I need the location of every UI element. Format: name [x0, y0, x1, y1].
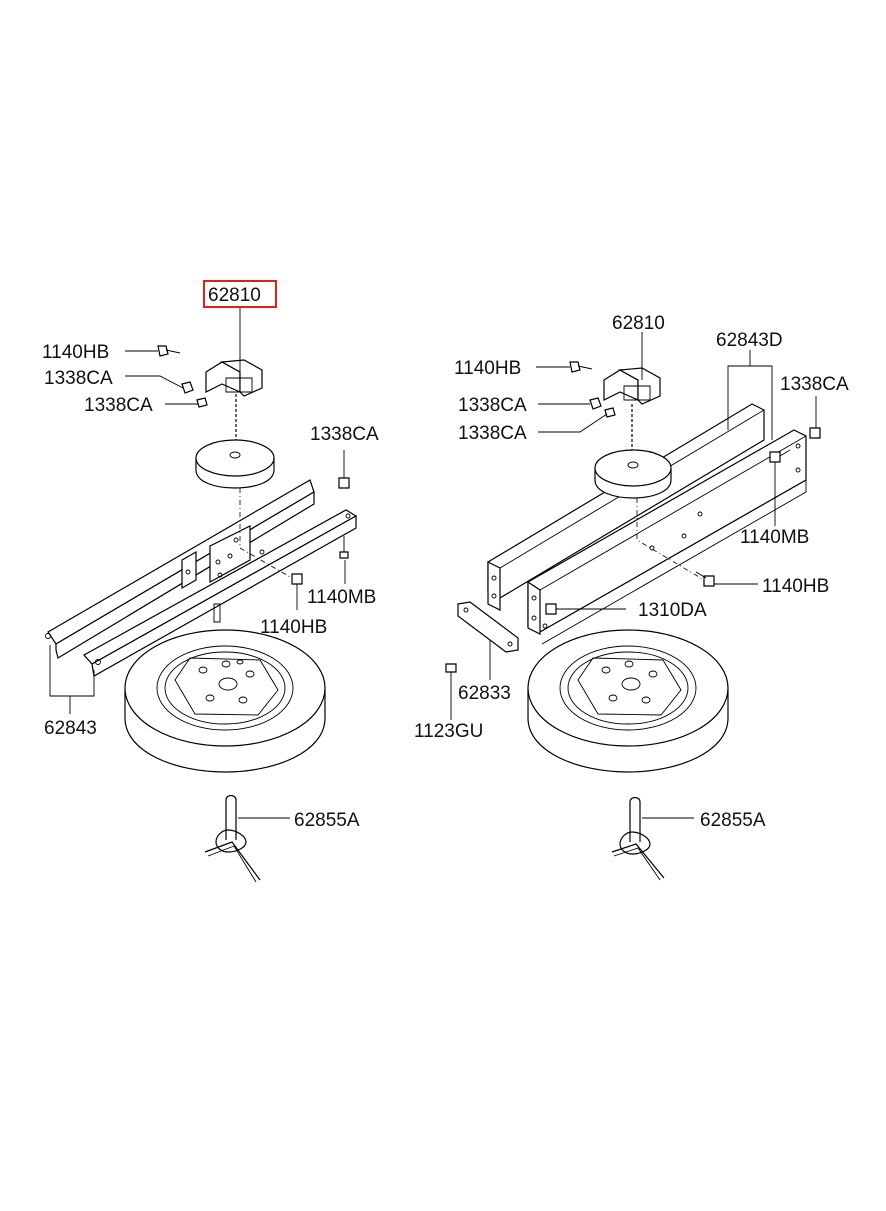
left-labels: 62810 1140HB 1338CA 1338CA 1338CA 1140MB… [42, 280, 379, 831]
label-1338ca-right-2[interactable]: 1338CA [458, 423, 527, 444]
label-1123gu[interactable]: 1123GU [414, 721, 483, 742]
label-1140hb-top[interactable]: 1140HB [42, 342, 109, 363]
label-62855a[interactable]: 62855A [294, 810, 360, 831]
left-carrier-bracket [205, 359, 263, 452]
label-1140hb-bot-right[interactable]: 1140HB [762, 576, 829, 597]
right-leaders [450, 332, 817, 819]
right-labels: 62810 62843D 1140HB 1338CA 1338CA 1338CA… [414, 313, 849, 831]
right-spare-tire [527, 629, 729, 773]
label-1338ca-1[interactable]: 1338CA [44, 368, 113, 389]
label-1338ca-right-1[interactable]: 1338CA [458, 395, 527, 416]
right-frame-rails [457, 403, 807, 653]
label-1338ca-right-3[interactable]: 1338CA [780, 374, 849, 395]
label-1338ca-3[interactable]: 1338CA [310, 424, 379, 445]
right-fasteners [445, 361, 821, 881]
right-tire-plate [594, 449, 672, 499]
label-1140mb-right[interactable]: 1140MB [740, 527, 809, 548]
highlight-box-62810 [203, 280, 277, 308]
label-62843[interactable]: 62843 [44, 718, 97, 739]
left-assembly: 62810 1140HB 1338CA 1338CA 1338CA 1140MB… [42, 280, 379, 883]
label-1338ca-2[interactable]: 1338CA [84, 395, 153, 416]
label-1140mb[interactable]: 1140MB [307, 587, 376, 608]
label-1310da[interactable]: 1310DA [638, 600, 707, 621]
right-carrier-bracket [603, 367, 661, 462]
label-62843d[interactable]: 62843D [716, 330, 783, 351]
left-tire-plate [195, 439, 275, 489]
label-1140hb-top-right[interactable]: 1140HB [454, 358, 521, 379]
label-62810-right[interactable]: 62810 [612, 313, 665, 334]
left-frame-rails [45, 479, 358, 677]
label-62833[interactable]: 62833 [458, 683, 511, 704]
left-spare-tire [124, 629, 326, 773]
right-assembly: 62810 62843D 1140HB 1338CA 1338CA 1338CA… [414, 313, 849, 881]
label-62810[interactable]: 62810 [208, 285, 261, 306]
left-fasteners [157, 345, 350, 883]
left-leaders [49, 306, 346, 819]
label-1140hb-bot[interactable]: 1140HB [260, 617, 327, 638]
label-62855a-right[interactable]: 62855A [700, 810, 766, 831]
